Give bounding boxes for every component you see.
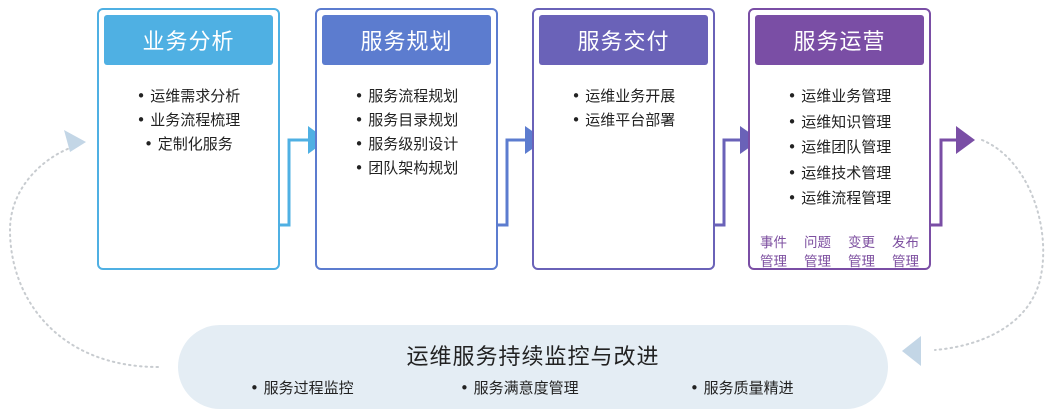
loop-dotted-right: [934, 139, 1045, 351]
list-item: 服务目录规划: [355, 108, 458, 132]
loop-arrow-head-up: [64, 130, 86, 152]
sub-item-release: 发布管理: [892, 235, 919, 270]
list-item: 运维技术管理: [788, 161, 891, 187]
continuous-improvement-panel: 运维服务持续监控与改进 服务过程监控 服务满意度管理 服务质量精进: [178, 325, 888, 409]
list-item: 运维平台部署: [572, 108, 675, 132]
sub-item-problem: 问题管理: [804, 235, 831, 270]
list-item: 定制化服务: [144, 132, 233, 156]
stage-item-list: 运维业务开展 运维平台部署: [534, 84, 713, 132]
list-item: 运维需求分析: [137, 84, 240, 108]
stage-title: 服务交付: [539, 15, 708, 65]
stage-card-service-planning: 服务规划 服务流程规划 服务目录规划 服务级别设计 团队架构规划: [315, 8, 498, 270]
stage-card-service-delivery: 服务交付 运维业务开展 运维平台部署: [532, 8, 715, 270]
list-item: 运维流程管理: [788, 186, 891, 212]
stage-card-service-operations: 服务运营 运维业务管理 运维知识管理 运维团队管理 运维技术管理 运维流程管理 …: [748, 8, 931, 270]
connector-4-out: [931, 126, 975, 227]
list-item: 团队架构规划: [355, 156, 458, 180]
stage-card-business-analysis: 业务分析 运维需求分析 业务流程梳理 定制化服务: [97, 8, 280, 270]
stage-title: 服务运营: [755, 15, 924, 65]
improvement-item: 服务质量精进: [690, 377, 794, 398]
list-item: 运维团队管理: [788, 135, 891, 161]
list-item: 服务流程规划: [355, 84, 458, 108]
improvement-item: 服务过程监控: [250, 377, 354, 398]
improvement-item: 服务满意度管理: [460, 377, 579, 398]
loop-arrow-head-left: [902, 336, 921, 366]
list-item: 业务流程梳理: [137, 108, 240, 132]
stage-item-list: 服务流程规划 服务目录规划 服务级别设计 团队架构规划: [317, 84, 496, 180]
list-item: 服务级别设计: [355, 132, 458, 156]
list-item: 运维业务开展: [572, 84, 675, 108]
process-sub-items: 事件管理 问题管理 变更管理 发布管理: [750, 234, 929, 272]
improvement-title: 运维服务持续监控与改进: [406, 345, 660, 370]
sub-item-incident: 事件管理: [760, 235, 787, 270]
list-item: 运维知识管理: [788, 110, 891, 136]
stage-item-list: 运维需求分析 业务流程梳理 定制化服务: [99, 84, 278, 156]
stage-item-list: 运维业务管理 运维知识管理 运维团队管理 运维技术管理 运维流程管理: [750, 84, 929, 212]
sub-item-change: 变更管理: [848, 235, 875, 270]
list-item: 运维业务管理: [788, 84, 891, 110]
stage-title: 服务规划: [322, 15, 491, 65]
loop-dotted-left: [8, 147, 159, 368]
stage-title: 业务分析: [104, 15, 273, 65]
